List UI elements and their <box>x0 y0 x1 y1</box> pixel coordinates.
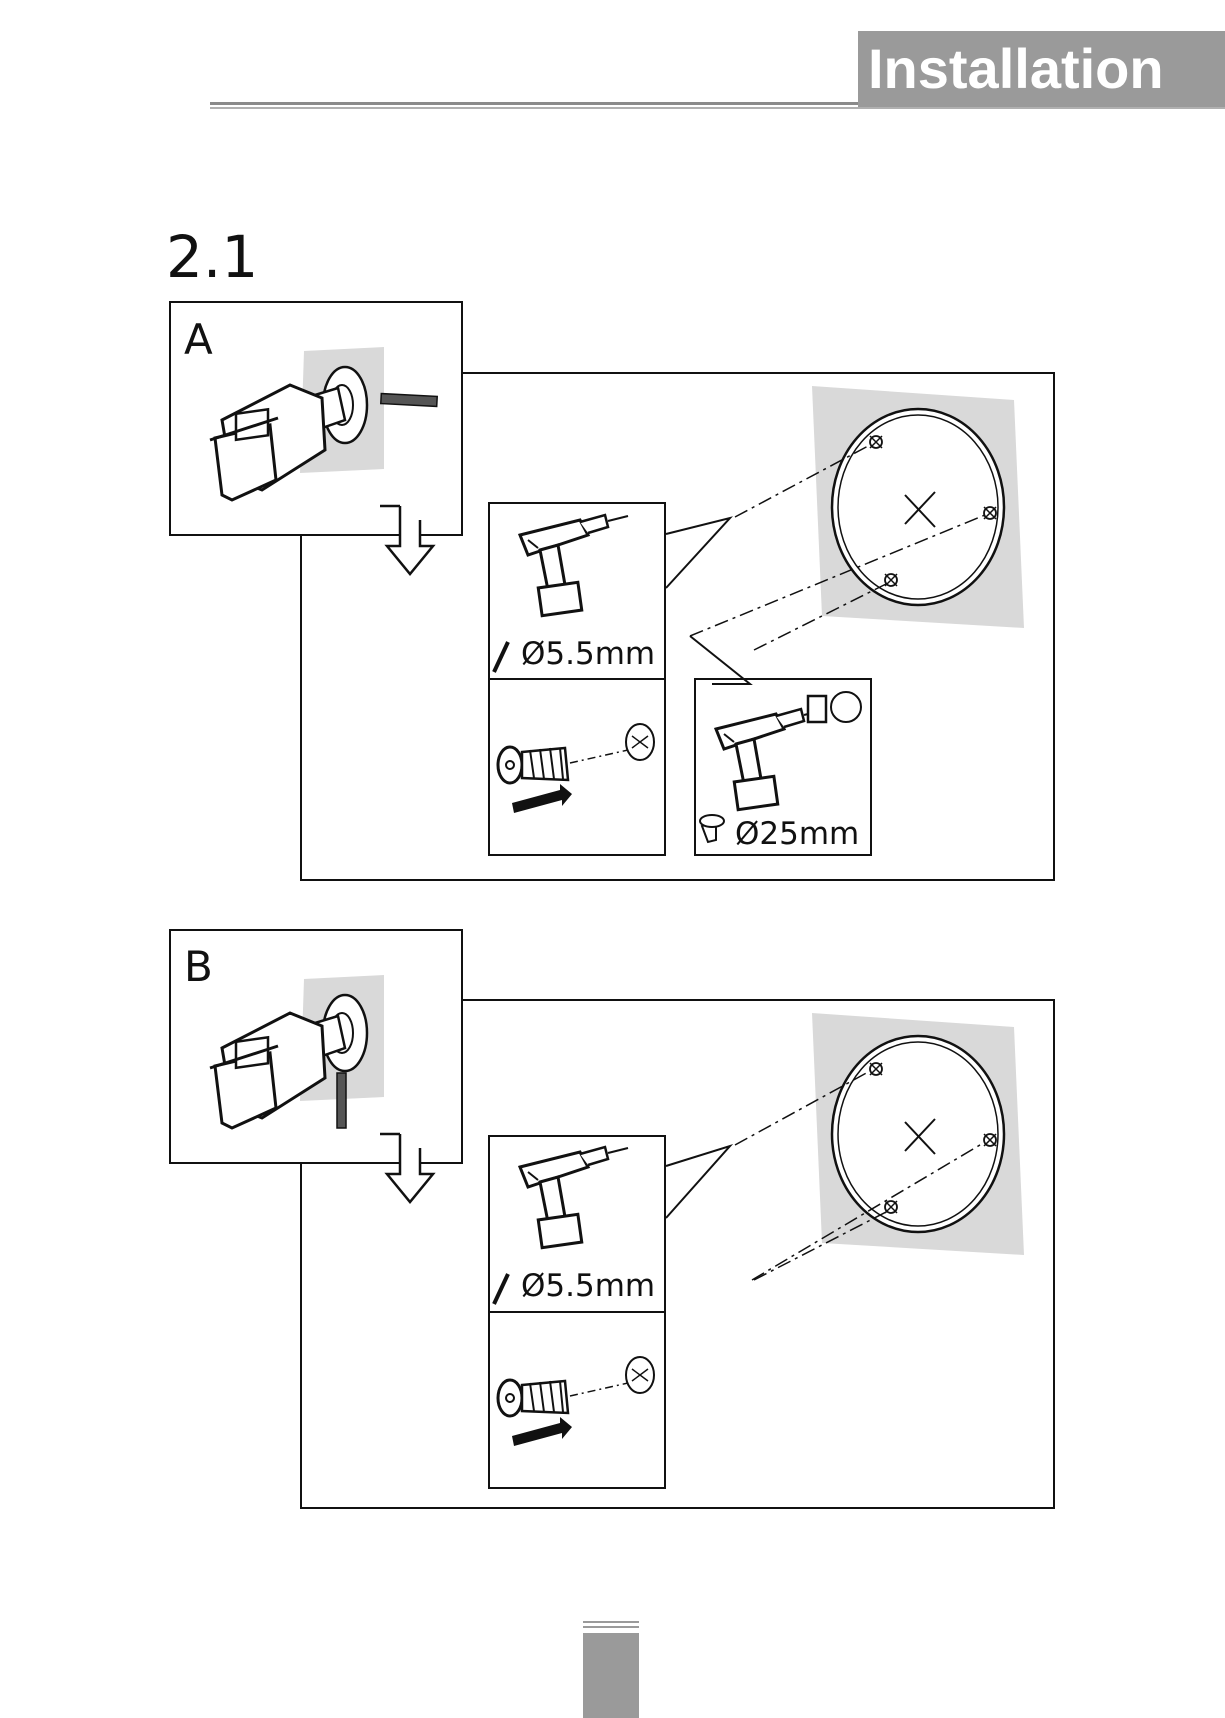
panel-b-camera-icon <box>210 975 384 1128</box>
panel-a-drill-icon <box>520 515 628 616</box>
panel-a-camera-icon <box>210 347 437 500</box>
panel-a-arrow-down-icon <box>380 506 433 574</box>
footer-rule-secondary <box>583 1626 639 1628</box>
panel-b-wall-template-icon <box>812 1013 1024 1255</box>
panel-a-drill-bit-icon <box>494 642 508 672</box>
page-number-tab <box>583 1633 639 1718</box>
panel-b-arrow-down-icon <box>380 1134 433 1202</box>
panel-b-anchor-icon <box>498 1357 654 1446</box>
panel-a-wall-template-icon <box>812 386 1024 628</box>
panel-a-anchor-icon <box>498 724 654 813</box>
panel-b-drill-bit-icon <box>494 1274 508 1304</box>
panel-b-drill-icon <box>520 1147 628 1248</box>
panel-a-holesaw-icon <box>700 692 861 842</box>
footer-rule <box>583 1621 639 1623</box>
